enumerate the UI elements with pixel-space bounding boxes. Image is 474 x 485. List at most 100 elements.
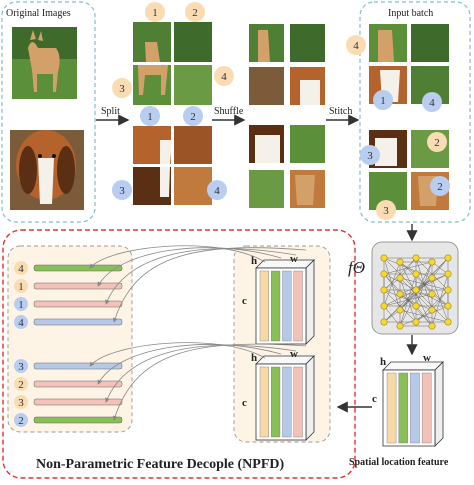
network-node	[396, 322, 404, 330]
patch-number-text: 4	[18, 317, 24, 329]
patch-number-circle: 4	[214, 66, 234, 86]
patch-number-circle: 3	[112, 78, 132, 98]
tensor-bottom-c-label: c	[242, 397, 247, 409]
step-shuffle-label: Shuffle	[214, 106, 244, 117]
original-images-title: Original Images	[6, 8, 71, 19]
decouple-arrows-top	[89, 245, 307, 323]
network-node	[396, 258, 404, 266]
network-node	[412, 286, 420, 294]
network-node	[428, 322, 436, 330]
split-patches-dog2	[133, 126, 212, 205]
spatial-w-label: w	[423, 352, 431, 364]
patch-number-text: 2	[18, 379, 24, 391]
spatial-c-label: c	[372, 393, 377, 405]
patch-number-circle: 3	[376, 200, 396, 220]
feature-bar	[33, 362, 123, 370]
network-node	[380, 318, 388, 326]
network-node	[444, 318, 452, 326]
spatial-h-label: h	[380, 356, 387, 368]
patch-number-text: 2	[190, 111, 196, 123]
patch-number-circle: 4	[207, 180, 227, 200]
photo-dog-2	[10, 130, 84, 210]
patch-number-circle: 2	[183, 106, 203, 126]
feature-tensor-top	[255, 259, 315, 345]
patch-number-circle: 4	[346, 35, 366, 55]
shuffled-patches	[249, 24, 325, 208]
spatial-location-cuboid	[382, 361, 444, 447]
network-node	[380, 286, 388, 294]
step-stitch-label: Stitch	[329, 106, 353, 117]
network-graph	[371, 241, 459, 335]
patch-number-text: 2	[437, 181, 443, 193]
patch-number-circle: 3	[112, 180, 132, 200]
feature-number-circle: 3	[14, 395, 28, 409]
patch-number-circle: 2	[430, 176, 450, 196]
step-split-label: Split	[101, 106, 120, 117]
patch-number-text: 1	[18, 299, 24, 311]
network-node	[396, 306, 404, 314]
npfd-title: Non-Parametric Feature Decople (NPFD)	[36, 457, 285, 472]
patch-number-text: 3	[119, 185, 125, 197]
photo-dog-1	[12, 27, 77, 99]
decouple-arrows-bottom	[89, 342, 307, 421]
network-node	[444, 270, 452, 278]
feature-number-circle: 1	[14, 297, 28, 311]
patch-number-circle: 1	[140, 106, 160, 126]
tensor-bottom-h-label: h	[251, 352, 258, 364]
network-node	[444, 254, 452, 262]
network-node	[428, 306, 436, 314]
feature-number-circle: 4	[14, 315, 28, 329]
patch-number-text: 2	[18, 415, 24, 427]
patch-number-circle: 3	[360, 145, 380, 165]
feature-bar	[33, 416, 123, 424]
feature-number-circle: 2	[14, 377, 28, 391]
feature-number-circle: 1	[14, 279, 28, 293]
feature-number-circle: 2	[14, 413, 28, 427]
patch-number-text: 3	[18, 361, 24, 373]
spatial-location-label: Spatial location feature	[349, 457, 449, 468]
patch-number-text: 3	[119, 83, 125, 95]
tensor-top-c-label: c	[242, 295, 247, 307]
patch-number-text: 4	[429, 97, 435, 109]
feature-bar	[33, 264, 123, 272]
network-node	[380, 302, 388, 310]
patch-number-text: 1	[152, 7, 158, 19]
patch-number-text: 1	[147, 111, 153, 123]
feature-tensor-bottom	[255, 355, 315, 441]
batch-image-2	[369, 130, 449, 210]
network-node	[380, 254, 388, 262]
network-node	[412, 254, 420, 262]
patch-number-text: 2	[192, 7, 198, 19]
patch-number-text: 4	[18, 263, 24, 275]
patch-number-circle: 4	[422, 92, 442, 112]
network-node	[444, 302, 452, 310]
patch-number-text: 4	[353, 40, 359, 52]
split-patches-dog1	[133, 22, 212, 105]
network-node	[380, 270, 388, 278]
network-node	[428, 258, 436, 266]
patch-number-circle: 2	[185, 2, 205, 22]
patch-number-text: 3	[383, 205, 389, 217]
network-node	[444, 286, 452, 294]
patch-number-circle: 1	[145, 2, 165, 22]
patch-number-text: 3	[18, 397, 24, 409]
network-node	[412, 270, 420, 278]
tensor-top-w-label: w	[290, 253, 298, 265]
feature-bar	[33, 398, 123, 406]
network-node	[412, 318, 420, 326]
patch-number-text: 1	[380, 95, 386, 107]
patch-number-text: 4	[214, 185, 220, 197]
network-node	[396, 274, 404, 282]
feature-bar	[33, 300, 123, 308]
batch-image-1	[369, 24, 449, 104]
feature-bar	[33, 318, 123, 326]
patch-number-text: 3	[367, 150, 373, 162]
network-node	[428, 290, 436, 298]
network-function-label: fΘ	[348, 258, 365, 277]
network-node	[428, 274, 436, 282]
patch-number-circle: 1	[373, 90, 393, 110]
network-node	[412, 302, 420, 310]
input-batch-title: Input batch	[388, 8, 434, 19]
tensor-bottom-w-label: w	[290, 348, 298, 360]
